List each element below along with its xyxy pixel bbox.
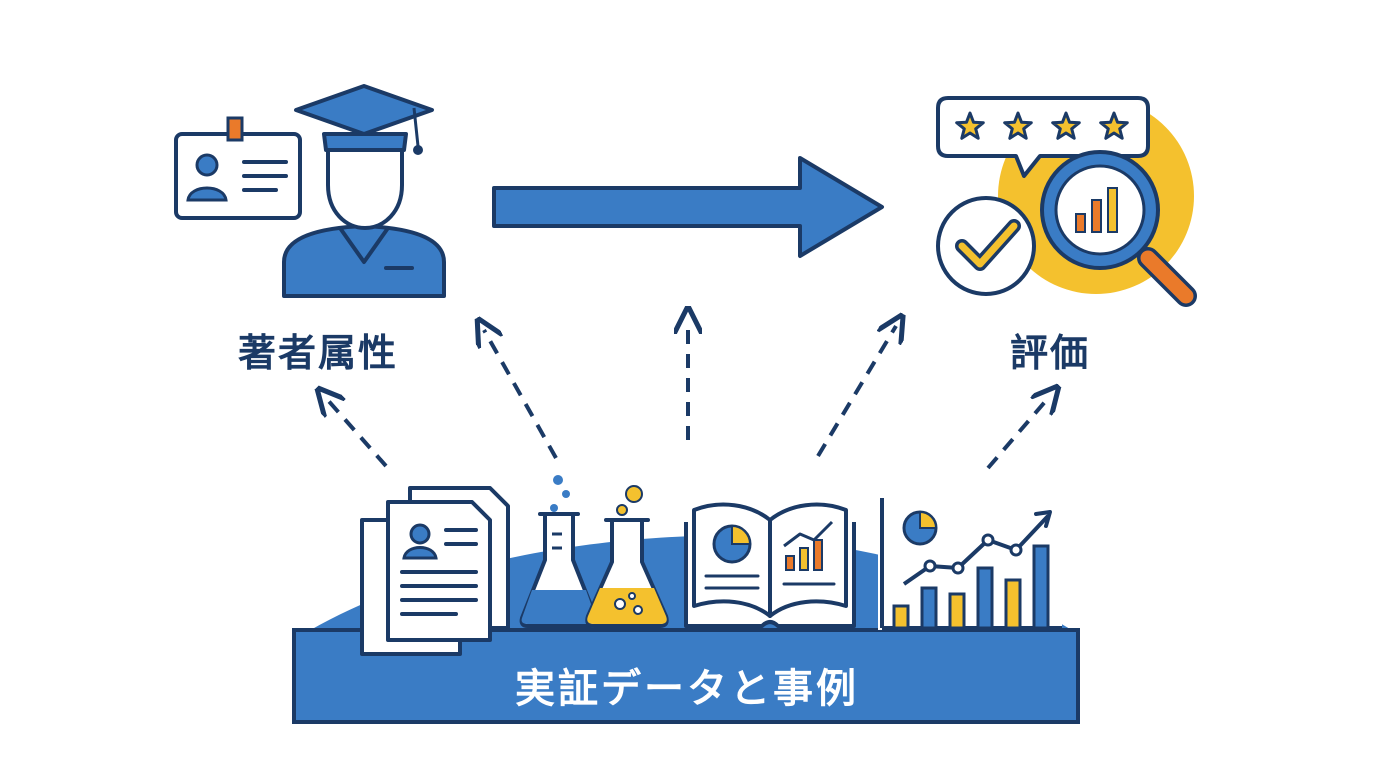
checkmark-circle-icon	[936, 196, 1036, 296]
author-attributes-label: 著者属性	[238, 331, 399, 375]
dashed-arrow	[326, 398, 388, 468]
star-icon	[1003, 111, 1033, 140]
flasks-icon	[519, 475, 669, 628]
star-icon	[1099, 111, 1129, 140]
main-arrow	[492, 156, 884, 258]
magnifier-chart-icon	[1040, 150, 1197, 307]
growth-chart-icon	[878, 498, 1062, 630]
evaluation-label: 評価	[1010, 331, 1091, 375]
dashed-arrow	[816, 326, 896, 458]
dashed-arrows	[326, 320, 1050, 470]
star-icon	[955, 111, 985, 140]
report-book-icon	[684, 502, 856, 628]
evidence-base-label: 実証データと事例	[515, 666, 859, 712]
dashed-arrow	[484, 330, 558, 459]
graduate-icon	[282, 84, 446, 298]
documents-icon	[360, 486, 510, 656]
dashed-arrow	[986, 396, 1050, 470]
star-icon	[1051, 111, 1081, 140]
id-card-icon	[174, 116, 302, 220]
